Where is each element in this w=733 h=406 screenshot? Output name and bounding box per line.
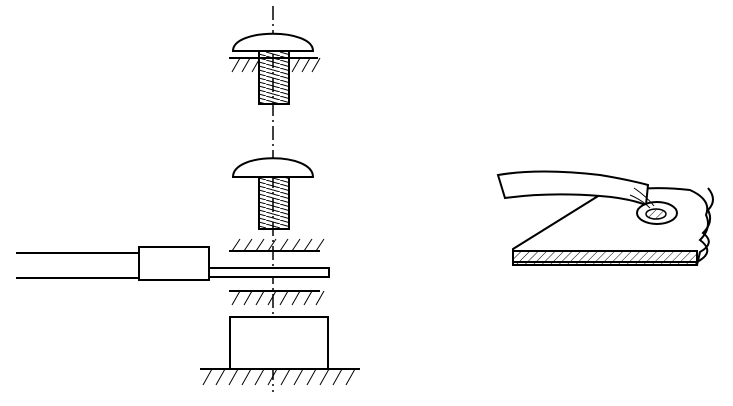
upper-washer-hatch [229, 238, 325, 252]
middle-screw [231, 157, 315, 230]
lower-washer-hatch [229, 290, 325, 306]
top-screw-shank [258, 50, 290, 105]
crimp-sleeve [138, 246, 210, 281]
wire-strands [629, 187, 655, 209]
middle-screw-head [231, 157, 315, 178]
top-screw-head [231, 32, 315, 52]
wire-with-lug [16, 246, 330, 281]
middle-screw-shank [258, 176, 290, 230]
crimp-detail-view [496, 170, 714, 266]
top-hatched-surface [229, 57, 321, 73]
plate-right-edge [696, 187, 714, 266]
lug-eye-hole [645, 208, 667, 220]
terminal-lug-tongue [208, 267, 330, 278]
terminal-block [229, 316, 329, 370]
wire-cable [496, 170, 650, 207]
plate-front-edge [512, 250, 698, 266]
base-hatched-ground [200, 368, 360, 386]
top-screw [231, 32, 315, 105]
